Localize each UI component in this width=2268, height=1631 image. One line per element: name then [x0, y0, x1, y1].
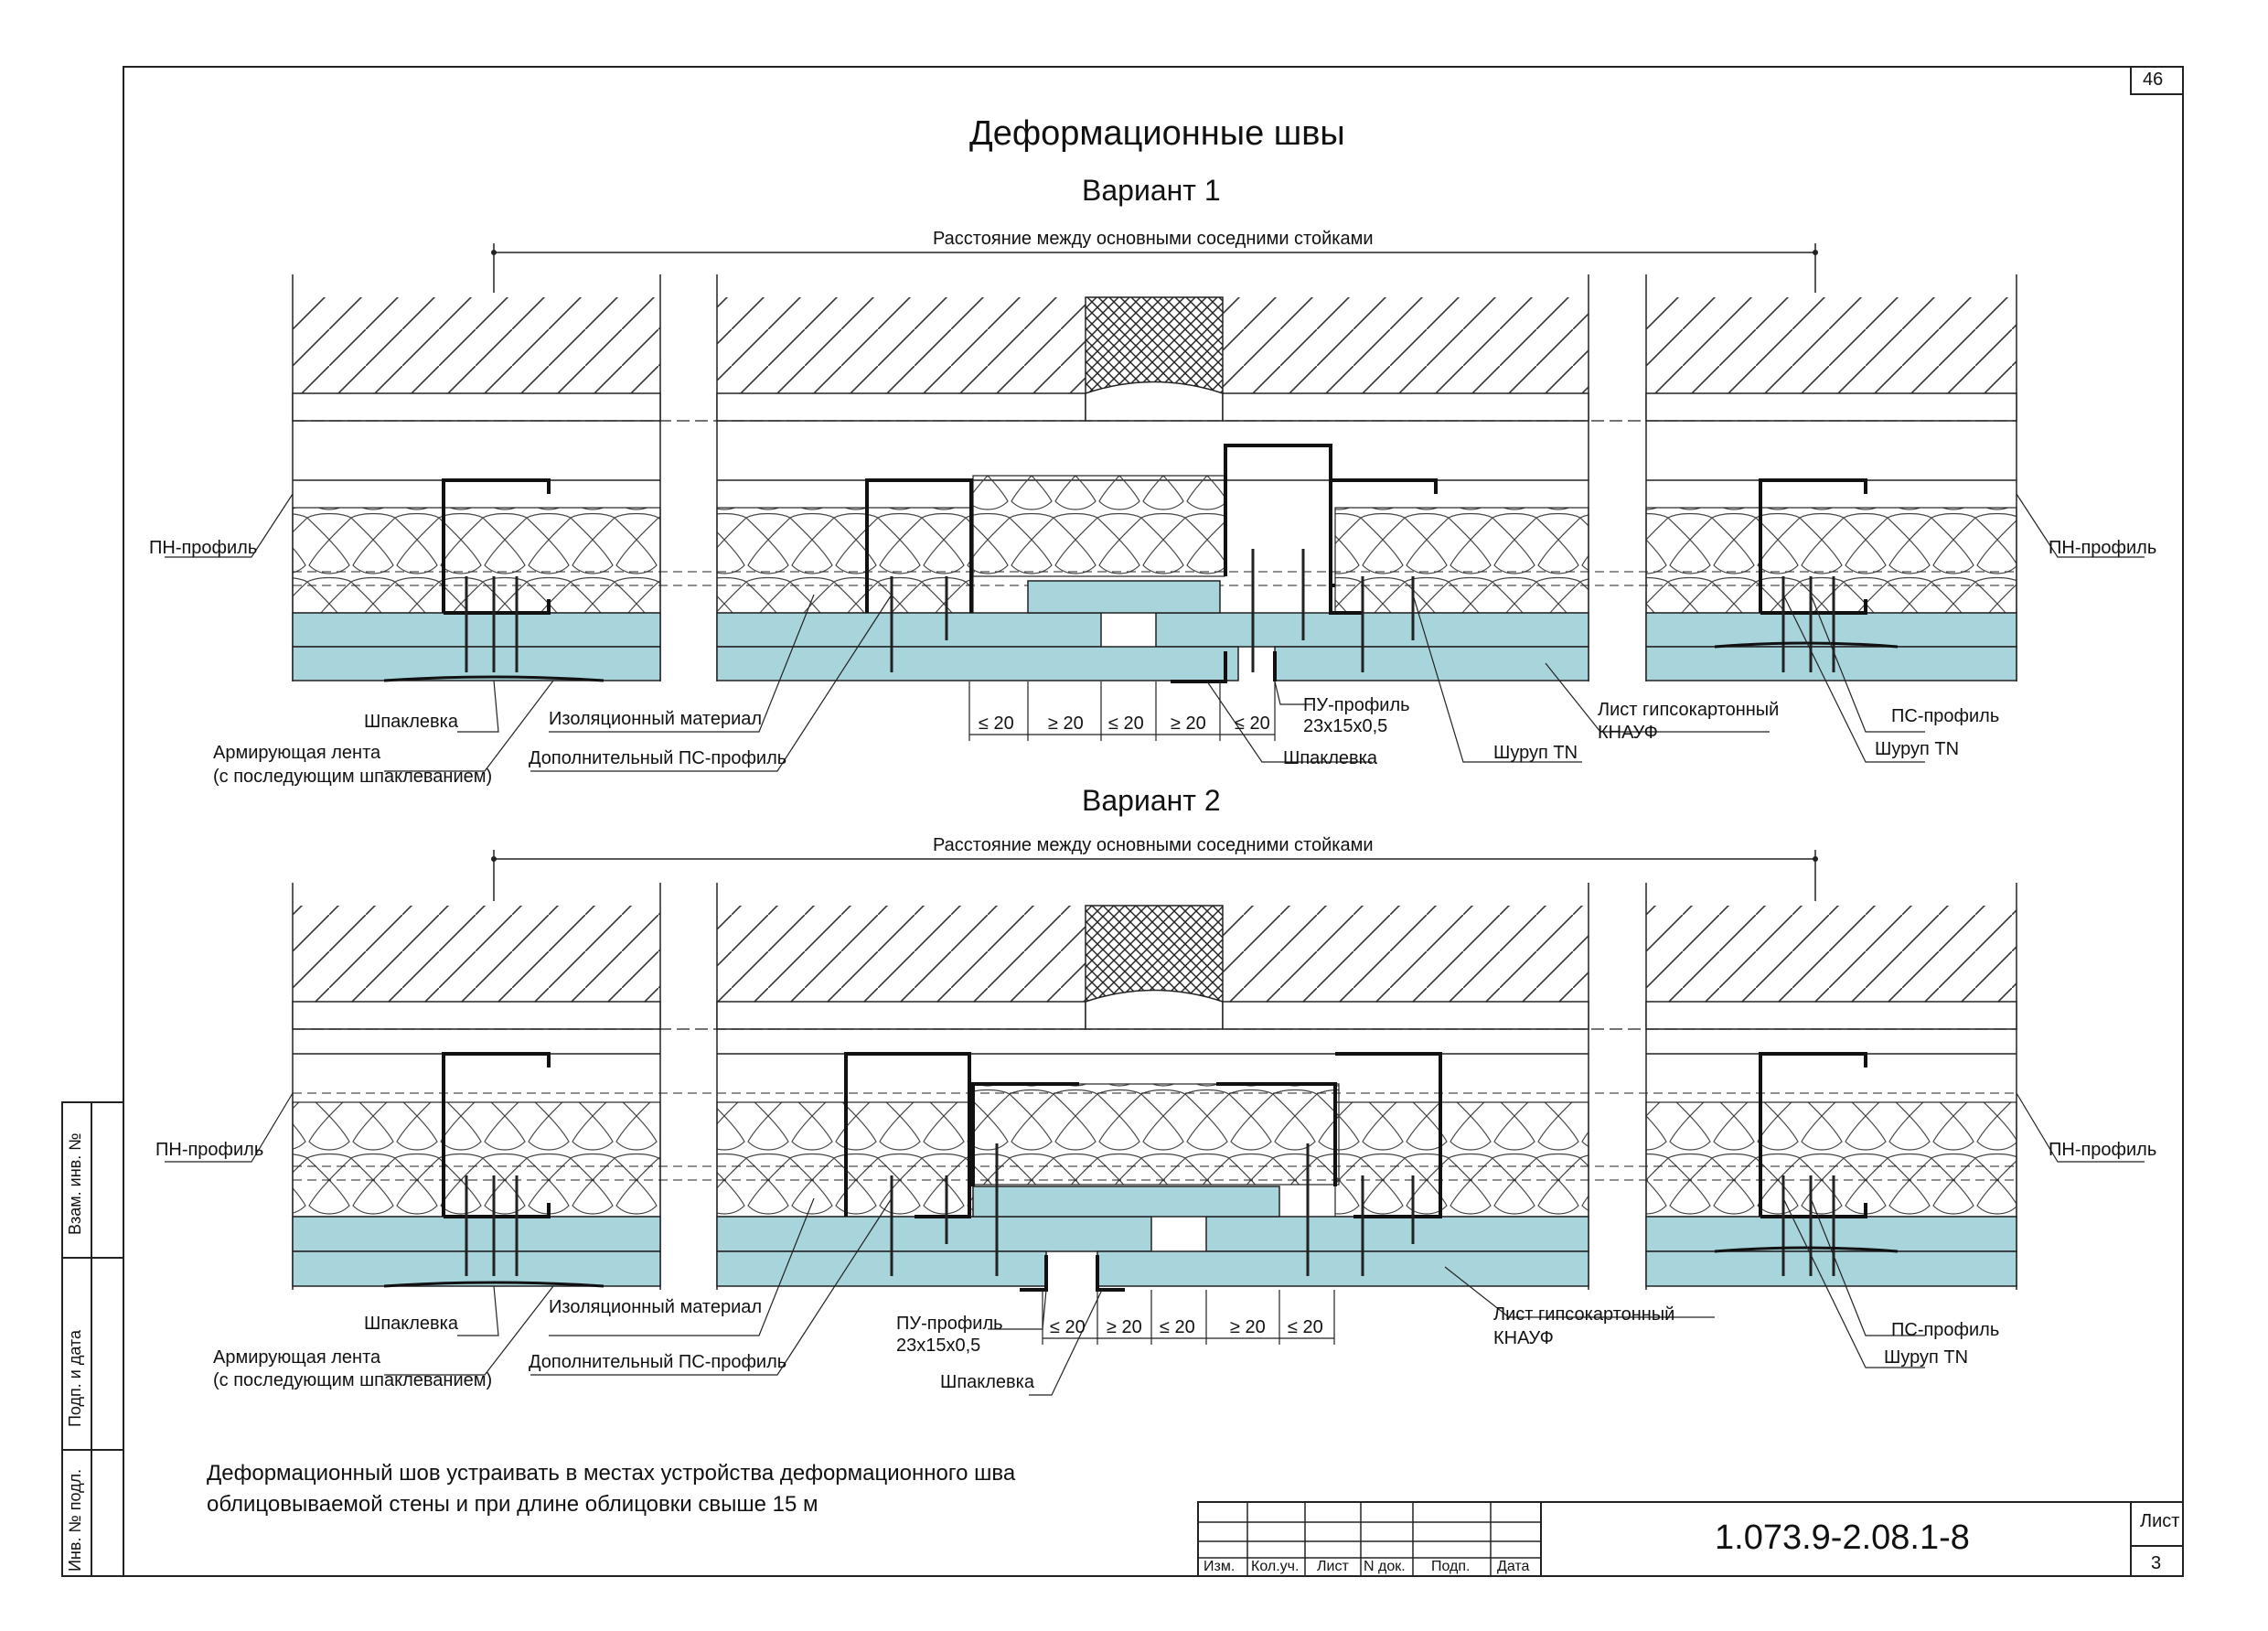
title-block: [1197, 1501, 2184, 1577]
v2-board-label-line1: Лист гипсокартонный: [1493, 1304, 1675, 1325]
v1-dim-3: ≤ 20: [1108, 714, 1144, 734]
v1-pu-label-line2: 23х15х0,5: [1303, 716, 1388, 736]
v1-insulation-label: Изоляционный материал: [549, 709, 763, 729]
variant1-section: [165, 243, 2145, 772]
variant1-span-label: Расстояние между основными соседними сто…: [933, 229, 1374, 249]
variant1-heading: Вариант 1: [1082, 174, 1221, 207]
col-list: Лист: [1317, 1559, 1349, 1574]
page-title: Деформационные швы: [969, 114, 1345, 153]
v1-dim-4: ≥ 20: [1171, 714, 1206, 734]
v2-extra-ps-label: Дополнительный ПС-профиль: [529, 1352, 787, 1372]
v2-insulation-label: Изоляционный материал: [549, 1297, 763, 1317]
note-line1: Деформационный шов устраивать в местах у…: [207, 1461, 1016, 1486]
variant2-span-label: Расстояние между основными соседними сто…: [933, 835, 1374, 855]
col-podp: Подп.: [1431, 1559, 1471, 1574]
v1-pn-right-label: ПН-профиль: [2049, 538, 2157, 558]
list-number: 3: [2151, 1553, 2162, 1573]
stamp-inv: Инв. № подл.: [66, 1468, 84, 1572]
sheet-number-top: 46: [2143, 70, 2164, 90]
v2-dim-4: ≥ 20: [1230, 1317, 1266, 1337]
col-data: Дата: [1497, 1559, 1530, 1574]
v1-pu-label-line1: ПУ-профиль: [1303, 695, 1410, 715]
v2-ps-profile-label: ПС-профиль: [1891, 1320, 2000, 1340]
v1-screw-center-label: Шуруп TN: [1493, 743, 1578, 763]
stamp-vzam: Взам. инв. №: [66, 1132, 84, 1235]
v1-board-label-line2: КНАУФ: [1598, 723, 1658, 743]
variant2-section: [165, 850, 2145, 1396]
v2-dim-5: ≤ 20: [1288, 1317, 1323, 1337]
v2-pn-left-label: ПН-профиль: [155, 1140, 264, 1160]
v1-screw-right-label: Шуруп TN: [1875, 739, 1960, 759]
v1-extra-ps-label: Дополнительный ПС-профиль: [529, 748, 787, 768]
col-izm: Изм.: [1204, 1559, 1236, 1574]
v1-ps-profile-label: ПС-профиль: [1891, 706, 2000, 726]
v2-dim-2: ≥ 20: [1107, 1317, 1142, 1337]
v1-putty-center-label: Шпаклевка: [1283, 748, 1377, 768]
v1-board-label-line1: Лист гипсокартонный: [1598, 700, 1780, 720]
variant2-heading: Вариант 2: [1082, 784, 1221, 817]
v2-pu-label-line1: ПУ-профиль: [896, 1314, 1003, 1334]
col-ndok: N док.: [1364, 1559, 1406, 1574]
v1-pn-left-label: ПН-профиль: [149, 538, 258, 558]
v1-tape-label-line1: Армирующая лента: [213, 743, 381, 763]
v2-pu-label-line2: 23х15х0,5: [896, 1336, 981, 1356]
v2-tape-label-line2: (с последующим шпаклеванием): [213, 1370, 493, 1390]
stamp-podp: Подп. и дата: [66, 1329, 84, 1427]
list-label: Лист: [2140, 1511, 2180, 1531]
v2-pn-right-label: ПН-профиль: [2049, 1140, 2157, 1160]
v1-dim-1: ≤ 20: [979, 714, 1014, 734]
note-line2: облицовываемой стены и при длине облицов…: [207, 1492, 818, 1517]
v1-tape-label-line2: (с последующим шпаклеванием): [213, 767, 493, 787]
v2-board-label-line2: КНАУФ: [1493, 1328, 1554, 1348]
v2-dim-1: ≤ 20: [1050, 1317, 1086, 1337]
v1-putty-label: Шпаклевка: [364, 712, 458, 732]
v2-putty-center-label: Шпаклевка: [940, 1372, 1034, 1392]
v1-dim-5: ≤ 20: [1235, 714, 1270, 734]
v1-dim-2: ≥ 20: [1048, 714, 1084, 734]
col-kol: Кол.уч.: [1251, 1559, 1300, 1574]
v2-putty-label: Шпаклевка: [364, 1314, 458, 1334]
v2-screw-right-label: Шуруп TN: [1884, 1347, 1969, 1368]
v2-dim-3: ≤ 20: [1160, 1317, 1195, 1337]
v2-tape-label-line1: Армирующая лента: [213, 1347, 381, 1368]
document-code: 1.073.9-2.08.1-8: [1715, 1518, 1970, 1557]
